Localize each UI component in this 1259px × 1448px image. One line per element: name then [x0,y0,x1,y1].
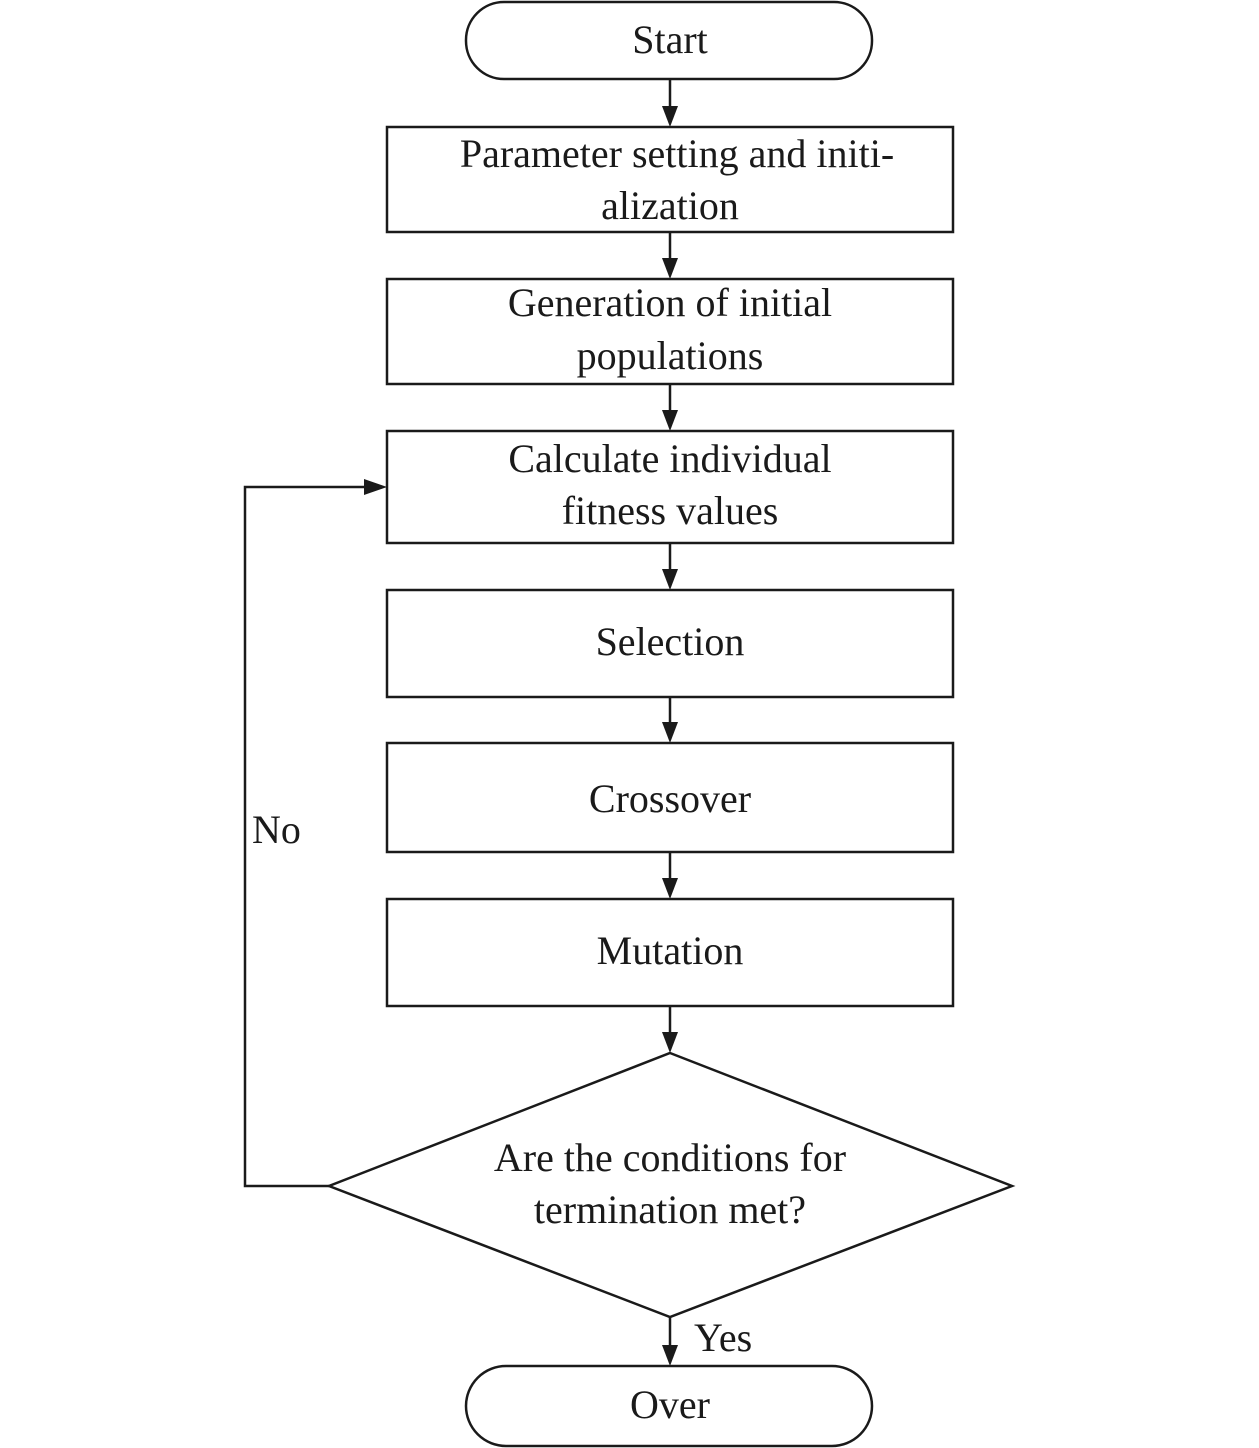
gen-pop-label-line2: populations [577,333,764,378]
selection-label: Selection [596,619,745,664]
selection-node: Selection [385,588,955,699]
crossover-label: Crossover [589,776,751,821]
arrow-param-to-genpop [662,232,678,279]
arrow-mutation-to-decision [662,1006,678,1053]
mutation-label: Mutation [597,928,744,973]
calc-fitness-label-line1: Calculate individual [508,436,831,481]
decision-label-line1: Are the conditions for [494,1135,846,1180]
yes-branch-label: Yes [694,1315,752,1360]
arrow-no-loop-back [243,479,387,1188]
mutation-node: Mutation [385,897,955,1008]
end-node: Over [464,1364,874,1448]
decision-label-line2: termination met? [534,1187,806,1232]
calc-fitness-node: Calculate individual fitness values [385,429,955,545]
arrow-selection-to-crossover [662,697,678,743]
gen-pop-label-line1: Generation of initial [508,280,832,325]
param-init-node: Parameter setting and initi- alization [385,125,955,234]
start-node: Start [464,0,874,81]
decision-node: Are the conditions for termination met? [325,1051,1016,1319]
calc-fitness-label-line2: fitness values [562,488,779,533]
no-branch-label: No [252,807,301,852]
arrow-crossover-to-mutation [662,852,678,899]
arrow-genpop-to-fitness [662,384,678,431]
start-label: Start [632,17,708,62]
arrow-start-to-param [662,79,678,127]
param-init-label-line1: Parameter setting and initi- [460,131,894,176]
end-label: Over [630,1382,710,1427]
arrow-decision-to-end [662,1317,678,1366]
arrow-fitness-to-selection [662,543,678,590]
param-init-label-line2: alization [601,183,739,228]
gen-pop-node: Generation of initial populations [385,277,955,386]
crossover-node: Crossover [385,741,955,854]
